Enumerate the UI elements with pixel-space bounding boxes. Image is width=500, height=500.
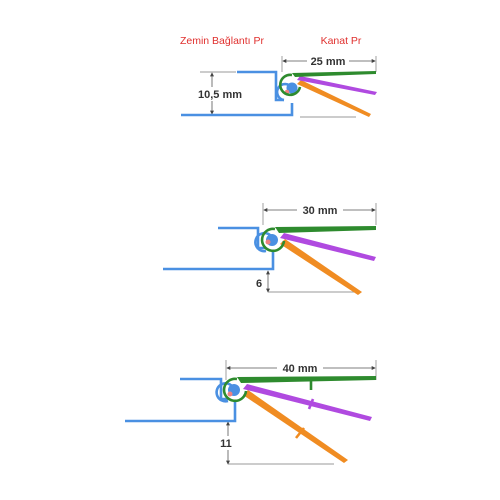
floor-profile-top [237,70,284,102]
floor-profile-base [125,401,237,423]
variant-25mm: 25 mm 10,5 mm [181,54,377,118]
hinge-dot [227,391,233,397]
wing-closed [275,226,376,233]
floor-profile-base [163,251,275,271]
height-label: 6 [256,278,262,290]
floor-profile-knuckle [254,231,272,253]
height-label-bg [218,436,234,450]
wing-closed [237,376,376,383]
floor-profile-top [180,377,228,401]
wing-open [297,80,371,117]
wing-closed-knuckle [278,73,302,97]
wing-closed [292,71,376,77]
width-label-bg [297,203,343,217]
wing-mid [297,76,377,95]
wing-open-rib [294,427,306,439]
height-label: 10,5 mm [198,89,242,101]
width-label-bg [307,54,349,67]
wing-closed-knuckle [222,377,248,403]
width-label: 40 mm [283,363,318,375]
wing-profile-label: Kanat Pr [321,35,362,47]
variant-30mm: 30 mm 6 [163,203,377,295]
wing-closed-knuckle [260,227,286,253]
variant-40mm: 40 mm 11 [125,360,377,465]
floor-profile-label: Zemin Bağlantı Pr [180,35,265,47]
floor-profile-knuckle [215,382,233,403]
width-label: 30 mm [303,205,338,217]
hinge-pin [286,82,298,94]
wing-open [280,239,362,295]
width-label: 25 mm [311,56,346,68]
wing-mid [280,233,376,261]
height-label-bg [198,87,244,101]
wing-open [243,390,348,463]
wing-mid-rib [307,398,315,410]
floor-profile-base [181,103,294,117]
width-label-bg [277,361,323,375]
wing-mid [243,384,372,421]
height-label: 11 [220,438,232,450]
hinge-dot [265,239,271,245]
floor-profile-top [218,226,266,250]
height-label-bg [253,276,265,290]
